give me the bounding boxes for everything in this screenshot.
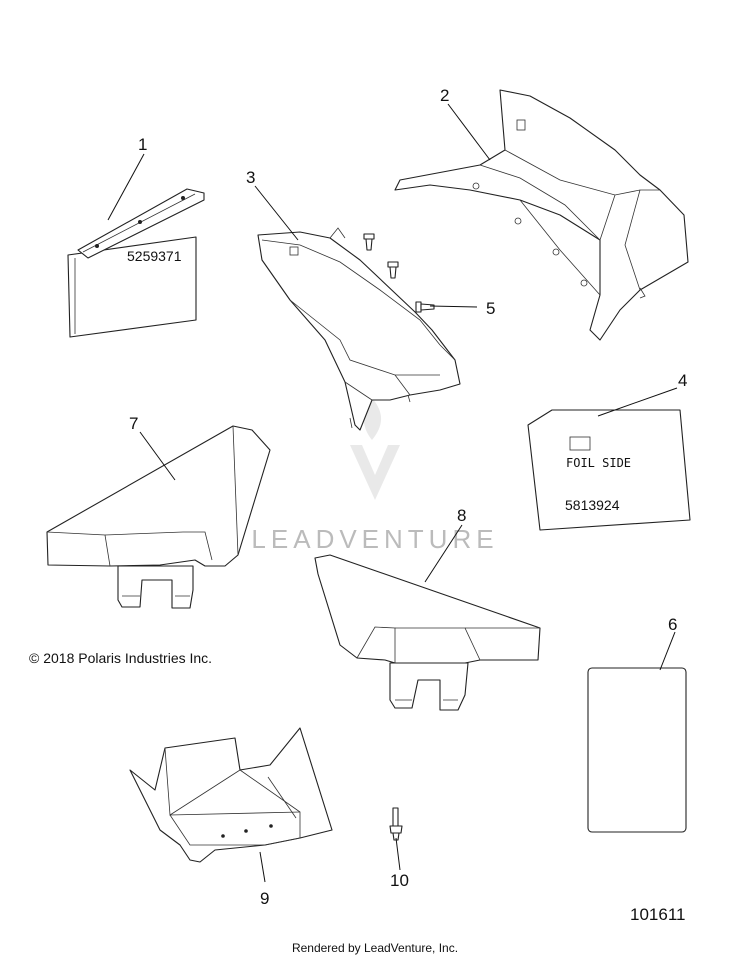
watermark-text: LEADVENTURE xyxy=(251,524,498,554)
callout-2: 2 xyxy=(440,86,449,105)
callout-10: 10 xyxy=(390,871,409,890)
callout-4: 4 xyxy=(678,371,687,390)
leader-lines xyxy=(107,103,678,883)
callout-8: 8 xyxy=(457,506,466,525)
part-1-mud-flap xyxy=(67,188,205,338)
part-8-guard xyxy=(314,554,541,711)
part-6-pad xyxy=(587,667,687,833)
part-9-skid-plate xyxy=(129,727,333,863)
callout-7: 7 xyxy=(129,414,138,433)
callout-1: 1 xyxy=(138,135,147,154)
callout-9: 9 xyxy=(260,889,269,908)
part-5-push-rivets xyxy=(363,233,435,313)
copyright-text: © 2018 Polaris Industries Inc. xyxy=(29,650,213,666)
callout-5: 5 xyxy=(486,299,495,318)
part-4-heat-shield xyxy=(527,409,691,531)
diagram-id: 101611 xyxy=(630,905,686,924)
callout-6: 6 xyxy=(668,615,677,634)
part-4-foil-side: FOIL SIDE xyxy=(566,456,631,470)
rendered-by-footer: Rendered by LeadVenture, Inc. xyxy=(291,941,459,955)
part-7-guard xyxy=(46,425,271,609)
part-4-number: 5813924 xyxy=(565,497,620,513)
part-10-fastener xyxy=(389,807,403,841)
part-1-number: 5259371 xyxy=(127,248,182,264)
part-3-front-fender xyxy=(257,227,461,431)
callout-3: 3 xyxy=(246,168,255,187)
part-2-rear-fender xyxy=(394,89,689,341)
